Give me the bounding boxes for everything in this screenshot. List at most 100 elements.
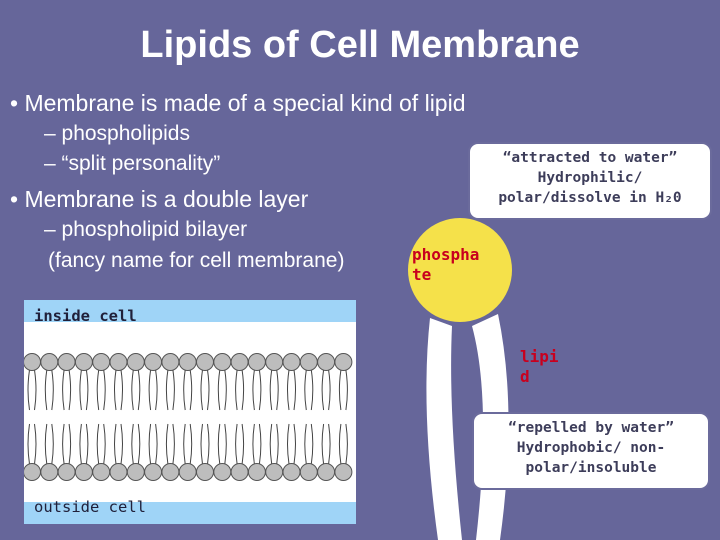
- tail-line: [345, 369, 348, 411]
- tail-line: [321, 369, 325, 411]
- tail-line: [207, 423, 210, 465]
- tail-line: [338, 423, 342, 465]
- tail-line: [207, 369, 210, 411]
- tail-line: [62, 369, 65, 411]
- tail-line: [252, 369, 255, 411]
- tail-line: [155, 423, 158, 465]
- inside-cell-label: inside cell: [34, 307, 137, 325]
- head-sphere: [213, 353, 232, 371]
- tail-line: [235, 423, 238, 465]
- head-sphere: [178, 353, 197, 371]
- head-sphere: [57, 353, 76, 371]
- head-sphere: [109, 463, 128, 481]
- tail-line: [114, 423, 117, 465]
- tail-line: [304, 423, 307, 465]
- tail-line: [287, 423, 290, 465]
- tail-line: [137, 369, 141, 411]
- head-sphere: [178, 463, 197, 481]
- hydrophilic-callout: “attracted to water” Hydrophilic/ polar/…: [468, 142, 712, 220]
- tail-line: [241, 423, 245, 465]
- tail-line: [172, 369, 175, 411]
- head-sphere: [109, 353, 128, 371]
- tail-line: [241, 369, 245, 411]
- head-sphere: [334, 353, 353, 371]
- tail-line: [79, 369, 82, 411]
- head-sphere: [74, 353, 93, 371]
- sub-bullet-phospholipids: – phospholipids: [44, 122, 190, 145]
- tail-line: [114, 369, 117, 411]
- tail-line: [120, 423, 123, 465]
- tail-line: [224, 423, 227, 465]
- tail-line: [148, 369, 152, 411]
- head-sphere: [92, 463, 111, 481]
- tail-line: [155, 369, 158, 411]
- tail-line: [252, 423, 255, 465]
- tail-line: [183, 369, 186, 411]
- head-sphere: [144, 463, 163, 481]
- tail-line: [287, 369, 290, 411]
- phosphate-head: [408, 218, 512, 322]
- tail-line: [51, 369, 54, 411]
- tail-line: [96, 369, 100, 411]
- tail-line: [27, 369, 30, 411]
- slide-title: Lipids of Cell Membrane: [140, 24, 580, 66]
- head-sphere: [126, 463, 145, 481]
- tail-line: [96, 423, 100, 465]
- bilayer-diagram: [24, 300, 356, 524]
- head-sphere: [40, 463, 59, 481]
- head-sphere: [247, 353, 266, 371]
- tail-line: [34, 369, 37, 411]
- head-sphere: [74, 463, 93, 481]
- tail-line: [120, 369, 123, 411]
- tail-line: [165, 423, 169, 465]
- tail-line: [276, 369, 279, 411]
- tail-line: [68, 423, 72, 465]
- bullet-lipid: • Membrane is made of a special kind of …: [10, 90, 466, 116]
- tail-line: [183, 423, 186, 465]
- bullet-double-layer: • Membrane is a double layer: [10, 186, 309, 212]
- tail-line: [328, 423, 331, 465]
- head-sphere: [299, 463, 318, 481]
- tail-line: [172, 423, 175, 465]
- head-sphere: [282, 353, 301, 371]
- head-sphere: [230, 463, 249, 481]
- head-sphere: [334, 463, 353, 481]
- head-sphere: [265, 353, 284, 371]
- tail-line: [310, 423, 314, 465]
- tail-line: [137, 423, 141, 465]
- head-sphere: [213, 463, 232, 481]
- head-sphere: [161, 463, 180, 481]
- tail-line: [44, 423, 48, 465]
- head-sphere: [57, 463, 76, 481]
- tail-line: [68, 369, 72, 411]
- head-sphere: [196, 353, 214, 371]
- phosphate-label: phospha te: [412, 245, 480, 284]
- tail-line: [85, 423, 89, 465]
- tail-line: [44, 369, 48, 411]
- head-sphere: [24, 353, 41, 371]
- tail-line: [217, 423, 221, 465]
- tail-line: [189, 369, 193, 411]
- tail-line: [338, 369, 342, 411]
- lipid-heads: [24, 353, 353, 481]
- tail-line: [328, 369, 331, 411]
- tail-line: [131, 369, 134, 411]
- head-sphere: [265, 463, 284, 481]
- lipid-tails: [27, 369, 348, 465]
- tail-line: [276, 423, 279, 465]
- tail-line: [304, 369, 307, 411]
- sub-bullet-fancy-name: (fancy name for cell membrane): [48, 249, 345, 272]
- tail-line: [217, 369, 221, 411]
- head-sphere: [40, 353, 59, 371]
- head-sphere: [247, 463, 266, 481]
- tail-line: [235, 369, 238, 411]
- tail-line: [293, 369, 296, 411]
- head-sphere: [317, 353, 336, 371]
- tail-line: [321, 423, 325, 465]
- tail-line: [51, 423, 54, 465]
- tail-line: [258, 369, 262, 411]
- tail-line: [34, 423, 37, 465]
- hydrophobic-callout: “repelled by water” Hydrophobic/ non- po…: [472, 412, 710, 490]
- tail-line: [200, 423, 203, 465]
- tail-line: [148, 423, 152, 465]
